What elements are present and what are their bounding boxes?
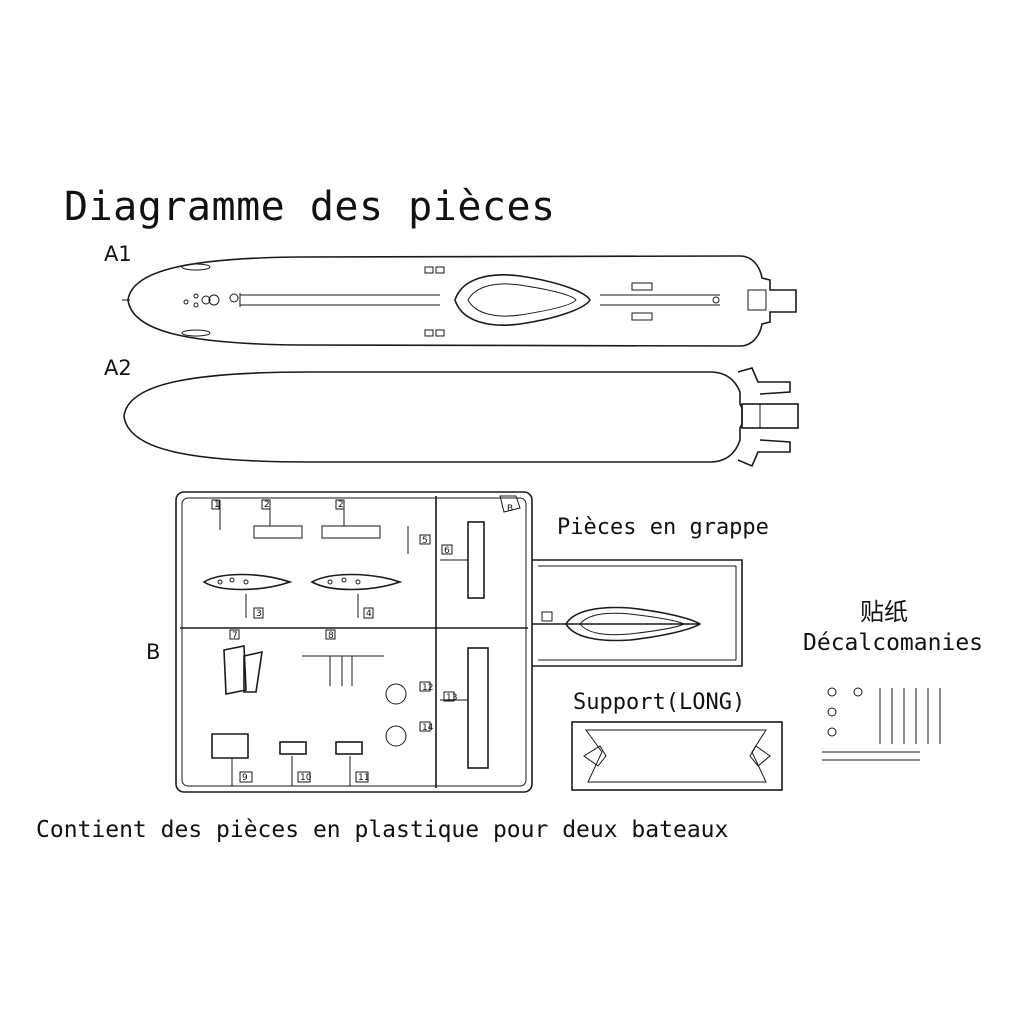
decal-sheet	[822, 687, 941, 761]
part-b-label: B	[146, 640, 161, 664]
decal-label-french: Décalcomanies	[803, 630, 984, 656]
support-label: Support(LONG)	[573, 690, 746, 715]
hull-part-a2	[123, 367, 799, 468]
decal-label-chinese: 贴纸	[860, 598, 908, 626]
sprue-part-number: 2	[338, 500, 344, 510]
page-title: Diagramme des pièces	[64, 184, 556, 230]
sprue-part-number: 5	[422, 536, 428, 546]
sprue-part-number: 3	[256, 609, 262, 619]
sprue-part-number: 10	[300, 773, 312, 783]
part-a2-label: A2	[104, 356, 132, 380]
sprue-part-number: 12	[422, 683, 433, 693]
sprue-part-number: 13	[446, 693, 457, 703]
sprue-part-number: 7	[232, 631, 238, 641]
footer-note: Contient des pièces en plastique pour de…	[36, 817, 729, 843]
hull-part-a1	[122, 255, 797, 347]
sprue-part-number: 8	[328, 631, 334, 641]
sprue-frame-b: B	[175, 491, 533, 793]
part-a1-label: A1	[104, 242, 132, 266]
sprue-part-number: 9	[242, 773, 248, 783]
sprue-extension	[532, 559, 743, 667]
sprue-part-number: 4	[366, 609, 372, 619]
support-stand	[571, 721, 783, 791]
sprue-part-number: 14	[422, 723, 434, 733]
sprue-part-number: 6	[444, 546, 450, 556]
sprue-part-number: 11	[358, 773, 369, 783]
sprue-label: Pièces en grappe	[557, 515, 769, 540]
sprue-part-number: 2	[264, 500, 270, 510]
sprue-part-number: 1	[214, 500, 220, 510]
sprue-frame-letter: B	[507, 504, 513, 514]
